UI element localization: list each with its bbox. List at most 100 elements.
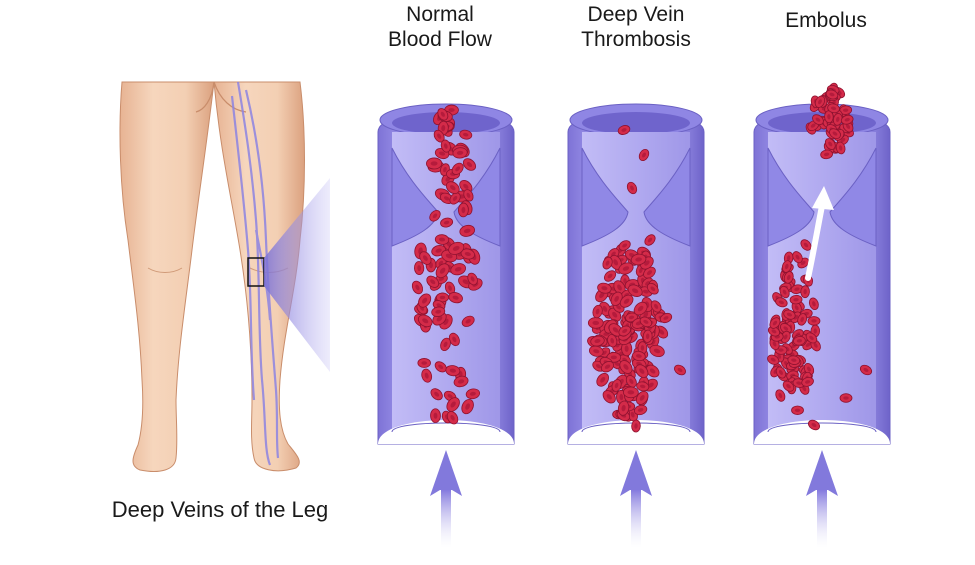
red-blood-cell — [596, 372, 609, 387]
embolus-label-text: Embolus — [785, 9, 867, 32]
red-blood-cell — [445, 365, 461, 377]
legs-illustration — [119, 81, 330, 472]
red-blood-cell — [631, 419, 641, 433]
red-blood-cell — [805, 332, 818, 344]
left-leg — [119, 81, 215, 472]
normal-vein — [377, 103, 515, 445]
red-blood-cell — [769, 317, 781, 329]
red-blood-cell — [807, 316, 821, 326]
embolus-vein — [753, 82, 891, 445]
red-blood-cell — [781, 260, 792, 273]
dvt-cells — [587, 125, 686, 433]
red-blood-cell — [453, 375, 469, 388]
normal-label-line1: Normal — [406, 3, 474, 26]
red-blood-cell — [797, 313, 808, 326]
leg-caption: Deep Veins of the Leg — [111, 497, 329, 522]
red-blood-cell — [803, 363, 815, 376]
red-blood-cell — [461, 315, 475, 327]
red-blood-cell — [448, 332, 460, 347]
red-blood-cell — [633, 301, 648, 316]
red-blood-cell — [619, 360, 633, 374]
red-blood-cell — [609, 255, 622, 270]
embolus-label: Embolus — [746, 8, 906, 33]
red-blood-cell — [604, 270, 617, 282]
red-blood-cell — [461, 399, 474, 415]
red-blood-cell — [426, 157, 443, 170]
red-blood-cell — [618, 262, 634, 275]
red-blood-cell — [625, 375, 637, 388]
red-blood-cell — [448, 292, 463, 304]
red-blood-cell — [779, 285, 790, 299]
red-blood-cell — [587, 317, 604, 329]
red-blood-cell — [783, 309, 796, 320]
red-blood-cell — [829, 128, 841, 139]
red-blood-cell — [597, 282, 612, 294]
red-blood-cell — [650, 300, 662, 313]
red-blood-cell — [618, 325, 631, 337]
red-blood-cell — [638, 148, 650, 162]
red-blood-cell — [827, 103, 840, 114]
red-blood-cell — [617, 400, 630, 416]
red-blood-cell — [820, 149, 833, 160]
red-blood-cell — [411, 280, 424, 295]
red-blood-cell — [824, 110, 834, 124]
red-blood-cell — [635, 364, 649, 378]
red-blood-cell — [430, 388, 443, 401]
red-blood-cell — [639, 316, 653, 328]
red-blood-cell — [451, 162, 464, 175]
red-blood-cell — [800, 239, 812, 251]
red-blood-cell — [588, 345, 604, 357]
red-blood-cell — [645, 364, 660, 378]
red-blood-cell — [659, 312, 673, 324]
red-blood-cell — [644, 234, 656, 246]
red-blood-cell — [627, 284, 643, 297]
red-blood-cell — [792, 251, 803, 264]
red-blood-cell — [626, 181, 638, 195]
red-blood-cell — [446, 411, 459, 425]
red-blood-cell — [467, 272, 478, 286]
red-blood-cell — [459, 224, 476, 237]
up-arrow-icon — [430, 450, 462, 548]
vein-valve-right — [829, 147, 877, 247]
embolus-cells — [767, 82, 873, 431]
red-blood-cell — [812, 114, 824, 126]
red-blood-cell — [793, 336, 806, 346]
red-blood-cell — [417, 358, 431, 368]
red-blood-cell — [435, 263, 450, 279]
normal-label-line2: Blood Flow — [388, 28, 492, 51]
red-blood-cell — [807, 419, 821, 431]
red-blood-cell — [440, 217, 454, 228]
red-blood-cell — [619, 294, 634, 308]
red-blood-cell — [767, 326, 781, 337]
vein-valve-left — [581, 147, 629, 247]
red-blood-cell — [643, 266, 656, 279]
red-blood-cell — [459, 129, 473, 140]
red-blood-cell — [787, 355, 801, 365]
vein-valve-right — [453, 147, 501, 247]
red-blood-cell — [590, 335, 605, 347]
red-blood-cell — [446, 397, 460, 412]
red-blood-cell — [779, 323, 792, 334]
red-blood-cell — [458, 202, 469, 218]
deep-vein-thrombosis-label: Deep Vein Thrombosis — [556, 2, 716, 52]
red-blood-cell — [602, 256, 613, 270]
red-blood-cell — [618, 240, 631, 251]
red-blood-cell — [630, 253, 647, 266]
red-blood-cell — [418, 293, 432, 308]
red-blood-cell — [632, 350, 646, 362]
red-blood-cell — [419, 251, 432, 265]
red-blood-cell — [440, 139, 451, 153]
up-arrow-icon — [620, 450, 652, 548]
red-blood-cell — [433, 129, 445, 143]
red-blood-cell — [767, 354, 780, 365]
curved-arrow-icon — [805, 203, 825, 281]
red-blood-cell — [617, 125, 631, 135]
red-blood-cell — [859, 364, 873, 376]
red-blood-cell — [840, 114, 854, 125]
red-blood-cell — [611, 379, 622, 392]
red-blood-cell — [413, 261, 425, 276]
red-blood-cell — [775, 366, 787, 379]
dvt-label-line1: Deep Vein — [587, 3, 685, 26]
